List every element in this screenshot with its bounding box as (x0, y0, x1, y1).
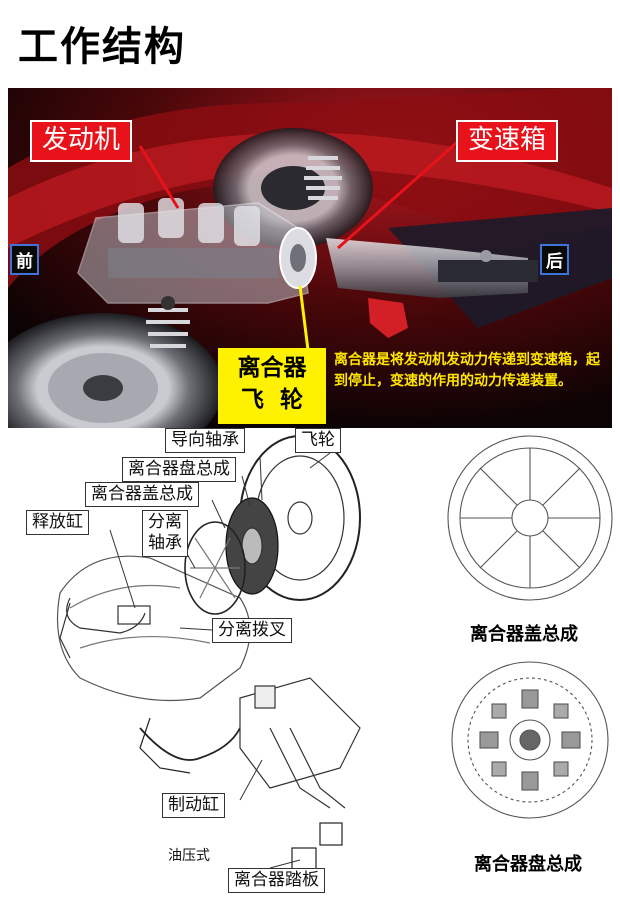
page-title: 工作结构 (18, 24, 186, 70)
release-fork-label: 分离拨叉 (212, 618, 292, 644)
cutaway-panel: 发动机 变速箱 前 后 离合器 飞 轮 离合器是将发动机发动力传递到变速箱，起到… (8, 88, 612, 428)
clutch-pedal-label: 离合器踏板 (228, 868, 325, 894)
flywheel-label: 飞 轮 (240, 387, 303, 413)
clutch-description: 离合器是将发动机发动力传递到变速箱，起到停止，变速的作用的动力传递装置。 (334, 352, 600, 389)
clutch-disc-drawing (451, 661, 609, 819)
clutch-cover-label: 离合器盖总成 (85, 482, 199, 508)
clutch-system-diagram (56, 435, 613, 873)
pilot-bearing-label: 导向轴承 (165, 428, 245, 454)
engine-label: 发动机 (30, 120, 133, 162)
front-direction-label: 前 (10, 244, 39, 275)
cover-assembly-caption: 离合器盖总成 (470, 624, 578, 645)
flywheel-callout: 飞轮 (295, 428, 341, 454)
clutch-label: 离合器 (237, 355, 307, 381)
clutch-disc-label: 离合器盘总成 (122, 457, 236, 483)
release-bearing-label: 分离 轴承 (142, 510, 188, 557)
slave-cylinder-label: 释放缸 (26, 510, 89, 536)
hydraulic-type-label: 油压式 (168, 848, 210, 864)
clutch-cover-drawing (447, 435, 613, 601)
clutch-flywheel-box: 离合器 飞 轮 (218, 348, 326, 424)
disc-assembly-caption: 离合器盘总成 (474, 854, 582, 875)
rear-direction-label: 后 (540, 244, 569, 275)
master-cylinder-label: 制动缸 (162, 793, 225, 819)
gearbox-label: 变速箱 (456, 120, 559, 162)
